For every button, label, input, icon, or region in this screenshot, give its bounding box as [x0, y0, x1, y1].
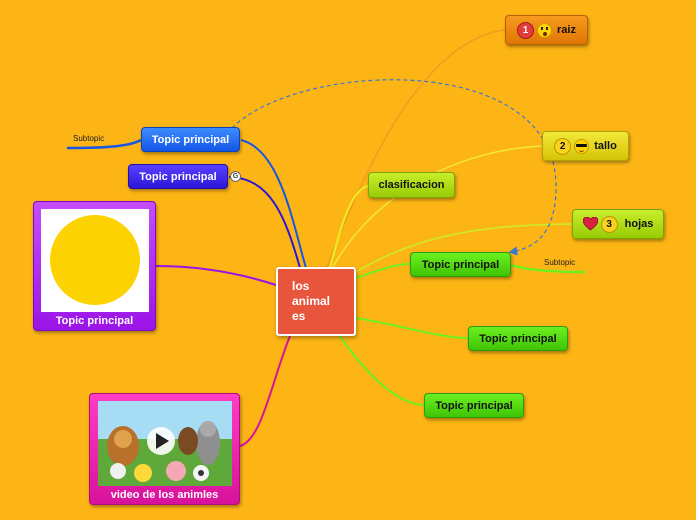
- topic-label: Topic principal: [139, 170, 217, 183]
- branch-line-green-2: [355, 317, 469, 339]
- topic-principal-blue[interactable]: Topic principal: [141, 127, 240, 152]
- central-topic[interactable]: los animal es: [276, 267, 356, 336]
- topic-hojas[interactable]: 3 hojas: [572, 209, 664, 239]
- priority-1-icon: 1: [517, 21, 535, 39]
- topic-principal-indigo[interactable]: Topic principal: [128, 164, 228, 189]
- link-icon[interactable]: G: [230, 171, 241, 182]
- topic-label: Topic principal: [421, 258, 500, 271]
- topic-label: tallo: [594, 140, 617, 152]
- topic-label: hojas: [624, 218, 654, 230]
- branch-line-green-3: [339, 335, 425, 406]
- central-topic-line-1: los: [292, 279, 310, 293]
- animals-thumbnail-image: [98, 401, 232, 486]
- branch-line-green-1: [355, 263, 411, 279]
- image-topic-card[interactable]: Topic principal: [33, 201, 156, 331]
- central-topic-line-3: es: [292, 309, 306, 323]
- shocked-face-icon: [537, 22, 553, 38]
- priority-2-icon: 2: [554, 137, 572, 155]
- topic-principal-green-3[interactable]: Topic principal: [424, 393, 524, 418]
- branch-line-indigo: [228, 176, 301, 269]
- branch-line-orange: [326, 29, 506, 268]
- central-topic-line-2: animal: [292, 294, 331, 308]
- topic-label: Topic principal: [151, 133, 230, 146]
- subtopic-line-left: [66, 138, 142, 150]
- priority-3-icon: 3: [600, 215, 618, 233]
- subtopic-left[interactable]: Subtopic: [73, 134, 105, 143]
- branch-line-blue: [240, 139, 307, 269]
- branch-line-magenta: [239, 335, 291, 447]
- video-topic-card[interactable]: video de los animles: [89, 393, 240, 505]
- topic-raiz[interactable]: 1 raiz: [505, 15, 588, 45]
- relationship-arrow: [231, 79, 557, 256]
- branch-line-purple: [155, 265, 277, 286]
- subtopic-line-right: [510, 263, 586, 274]
- video-thumbnail[interactable]: [98, 401, 232, 486]
- topic-label: clasificacion: [378, 179, 445, 191]
- image-card-caption: Topic principal: [55, 315, 134, 327]
- sunglasses-face-icon: [574, 138, 590, 154]
- topic-principal-green-2[interactable]: Topic principal: [468, 326, 568, 351]
- image-frame: [41, 209, 149, 312]
- branch-line-hojas: [349, 223, 573, 277]
- topic-principal-green-1[interactable]: Topic principal: [410, 252, 511, 277]
- topic-label: Topic principal: [479, 332, 557, 345]
- subtopic-right[interactable]: Subtopic: [544, 258, 576, 267]
- branch-line-clasificacion: [329, 185, 369, 269]
- video-card-caption: video de los animles: [110, 489, 219, 501]
- yellow-circle-image: [50, 215, 140, 305]
- heart-icon: [582, 217, 598, 231]
- topic-tallo[interactable]: 2 tallo: [542, 131, 629, 161]
- branch-line-tallo: [332, 145, 544, 268]
- topic-clasificacion[interactable]: clasificacion: [368, 172, 455, 198]
- topic-label: raiz: [557, 24, 576, 36]
- topic-label: Topic principal: [435, 399, 513, 412]
